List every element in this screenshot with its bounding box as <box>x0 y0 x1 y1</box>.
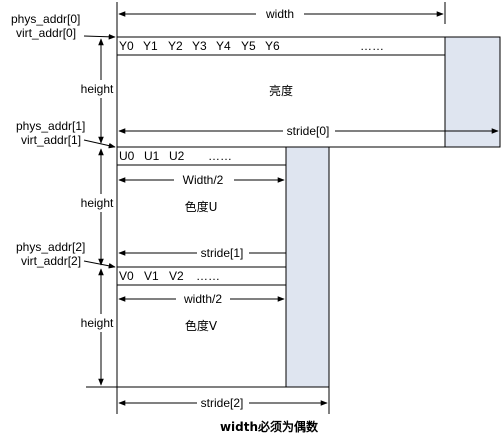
v-plane-name: 色度V <box>185 318 218 333</box>
y-height-label: height <box>81 82 114 96</box>
y-width-label: width <box>265 7 294 21</box>
y-sample-5: Y5 <box>241 39 256 53</box>
u-sample-0: U0 <box>119 149 135 163</box>
y-sample-2: Y2 <box>168 39 183 53</box>
y-stride-padding <box>444 36 501 148</box>
v-sample-2: V2 <box>169 269 184 283</box>
y-samples: Y0 Y1 Y2 Y3 Y4 Y5 Y6 …… <box>119 39 384 53</box>
u-virt-addr-label: virt_addr[1] <box>21 133 81 147</box>
u-sample-1: U1 <box>144 149 160 163</box>
v-stride-label: stride[2] <box>201 396 244 410</box>
y-phys-addr-label: phys_addr[0] <box>11 12 80 26</box>
y-addr-pointer <box>83 33 116 40</box>
y-sample-1: Y1 <box>143 39 158 53</box>
u-samples: U0 U1 U2 …… <box>119 149 232 163</box>
u-plane-name: 色度U <box>185 199 218 214</box>
y-sample-ellipsis: …… <box>360 39 384 53</box>
v-virt-addr-label: virt_addr[2] <box>21 254 81 268</box>
u-width-label: Width/2 <box>183 173 224 187</box>
y-sample-4: Y4 <box>216 39 231 53</box>
v-sample-1: V1 <box>144 269 159 283</box>
v-sample-ellipsis: …… <box>196 269 220 283</box>
u-height-label: height <box>81 196 114 210</box>
v-height-label: height <box>81 316 114 330</box>
y-sample-row <box>116 36 446 56</box>
v-addr-pointer <box>83 260 116 269</box>
v-sample-0: V0 <box>119 269 134 283</box>
y-plane: width phys_addr[0] virt_addr[0] Y0 Y1 Y2… <box>11 2 501 148</box>
u-stride-label: stride[1] <box>201 246 244 260</box>
y-virt-addr-label: virt_addr[0] <box>16 26 76 40</box>
y-sample-0: Y0 <box>119 39 134 53</box>
u-sample-ellipsis: …… <box>208 149 232 163</box>
u-phys-addr-label: phys_addr[1] <box>16 119 85 133</box>
u-sample-2: U2 <box>169 149 185 163</box>
u-addr-pointer <box>83 139 116 149</box>
v-stride-padding <box>285 146 330 388</box>
y-stride-label: stride[0] <box>287 124 330 138</box>
caption: width必须为偶数 <box>220 419 319 434</box>
v-phys-addr-label: phys_addr[2] <box>16 240 85 254</box>
y-sample-6: Y6 <box>265 39 280 53</box>
y-plane-name: 亮度 <box>269 83 293 98</box>
v-samples: V0 V1 V2 …… <box>119 269 220 283</box>
v-plane: phys_addr[2] virt_addr[2] V0 V1 V2 …… wi… <box>16 146 330 414</box>
y-sample-3: Y3 <box>192 39 207 53</box>
v-width-label: width/2 <box>183 292 222 306</box>
